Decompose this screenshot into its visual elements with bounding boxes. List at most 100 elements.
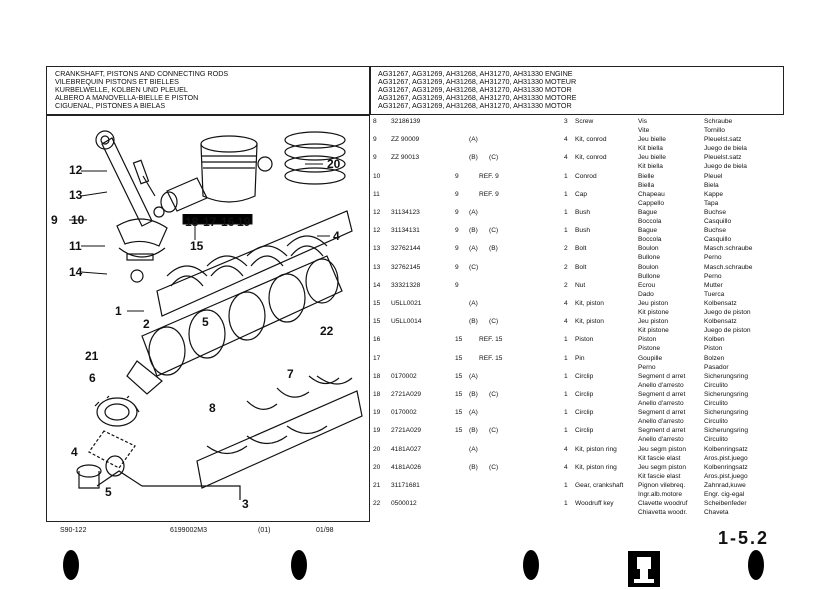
- part-qty-ref: 9: [455, 190, 459, 198]
- part-count: 4: [564, 136, 568, 144]
- title-line: CIGUENAL, PISTONES A BIELAS: [55, 101, 166, 110]
- callout-label: 22: [320, 324, 334, 338]
- part-number: ZZ 90009: [391, 136, 420, 144]
- part-count: 1: [564, 354, 568, 362]
- part-description: Bush: [575, 227, 591, 235]
- binder-hole: [63, 550, 79, 580]
- part-note: REF. 9: [479, 172, 499, 180]
- part-qty-ref: 9: [455, 209, 459, 216]
- part-number: 32762144: [391, 245, 421, 253]
- callout-label: 4: [333, 229, 340, 243]
- part-count: 2: [564, 263, 568, 271]
- part-description: Kit, piston: [575, 300, 604, 307]
- part-note: REF. 9: [479, 190, 499, 198]
- part-ref: 15: [373, 318, 381, 326]
- title-line: KURBELWELLE, KOLBEN UND PLEUEL: [55, 85, 188, 94]
- callout-label: 2: [143, 317, 150, 331]
- callout-label: 14: [69, 265, 83, 279]
- variant-1: (B): [469, 154, 478, 162]
- part-number: 31134123: [391, 209, 420, 216]
- part-number: 0170002: [391, 409, 417, 417]
- variant-2: (B): [489, 245, 498, 253]
- part-number: ZZ 90013: [391, 154, 420, 162]
- callout-label: 5: [202, 315, 209, 329]
- part-qty-ref: 9: [455, 281, 459, 289]
- part-ref: 18: [373, 372, 381, 380]
- part-qty-ref: 15: [455, 409, 463, 417]
- part-count: 1: [564, 336, 568, 344]
- part-ref: 14: [373, 281, 381, 289]
- callout-label: 3: [242, 497, 249, 511]
- part-ref: 11: [373, 190, 380, 198]
- footer-doc-number: 6199002M3: [170, 527, 207, 534]
- part-count: 4: [564, 300, 568, 307]
- variant-1: (B): [469, 427, 478, 435]
- illustration-box: [46, 115, 370, 522]
- part-ref: 12: [373, 209, 381, 216]
- part-number: U5LL0021: [391, 300, 422, 307]
- part-ref: 10: [373, 172, 381, 180]
- model-line: AG31267, AG31269, AH31268, AH31270, AH31…: [378, 101, 572, 110]
- callout-label: 10: [71, 213, 85, 227]
- callout-label: 12: [69, 163, 83, 177]
- part-count: 4: [564, 445, 568, 453]
- part-ref: 9: [373, 154, 377, 162]
- part-number: 33321328: [391, 281, 421, 289]
- variant-1: (B): [469, 227, 478, 235]
- part-description: Woodruff key: [575, 500, 614, 508]
- model-box: [370, 66, 784, 115]
- part-ref: 19: [373, 427, 381, 435]
- binder-hole: [523, 550, 539, 580]
- part-description: Kit, piston: [575, 318, 604, 326]
- part-ref: 16: [373, 336, 381, 344]
- part-ref: 15: [373, 300, 381, 307]
- callout-label: 21: [85, 349, 99, 363]
- part-count: 1: [564, 190, 568, 198]
- model-line: AG31267, AG31269, AH31268, AH31270, AH31…: [378, 77, 577, 86]
- variant-1: (A): [469, 245, 478, 253]
- title-line: VILEBREQUIN PISTONS ET BIELLES: [55, 77, 179, 86]
- variant-2: (C): [489, 318, 499, 326]
- part-description: Circlip: [575, 427, 594, 435]
- part-description: Bush: [575, 209, 591, 216]
- part-description: Kit, conrod: [575, 154, 607, 162]
- part-number: 31134131: [391, 227, 420, 235]
- part-description: Bolt: [575, 245, 587, 253]
- title-line: CRANKSHAFT, PISTONS AND CONNECTING RODS: [55, 69, 229, 78]
- variant-2: (C): [489, 463, 499, 471]
- footer-revision: (01): [258, 527, 271, 534]
- callout-label: 5: [105, 485, 112, 499]
- footer-date: 01/98: [316, 527, 334, 534]
- page-number: 1-5.2: [718, 528, 770, 548]
- callout-label: 16: [221, 215, 235, 229]
- part-number: 32762145: [391, 263, 421, 271]
